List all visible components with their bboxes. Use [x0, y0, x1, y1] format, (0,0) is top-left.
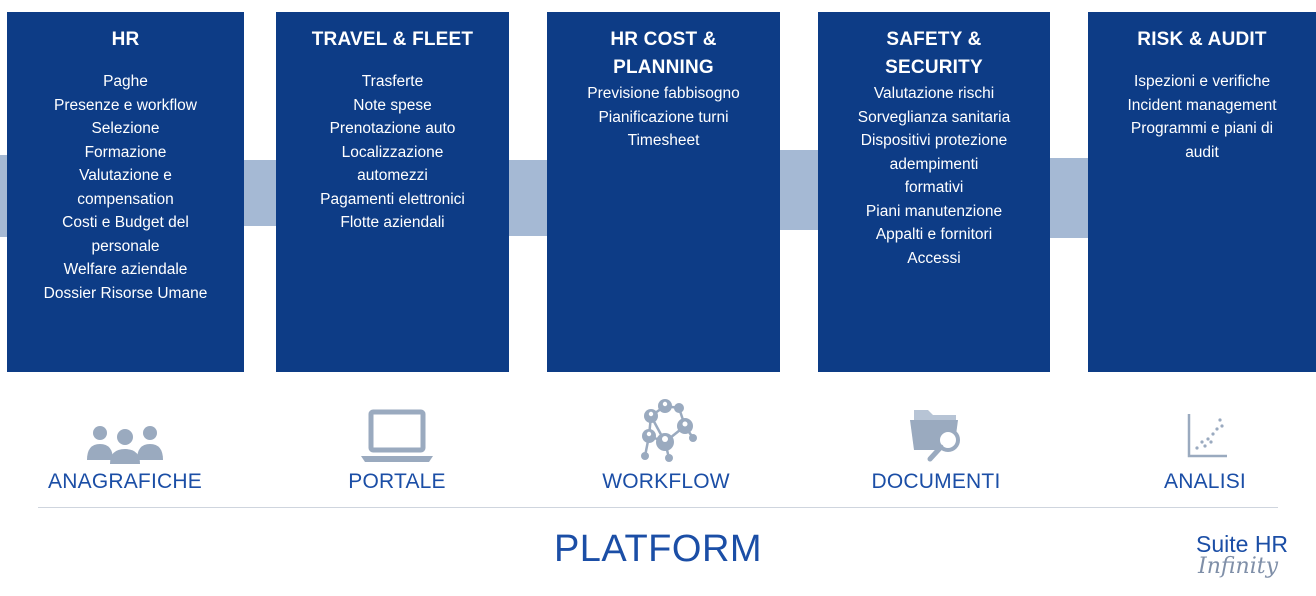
list-item: Presenze e workflow — [53, 96, 197, 114]
module-label: ANAGRAFICHE — [48, 470, 202, 493]
module-label: WORKFLOW — [602, 470, 730, 493]
laptop-icon — [287, 398, 507, 464]
module-anagrafiche: ANAGRAFICHE — [15, 398, 235, 494]
list-item: Valutazione e — [79, 167, 172, 184]
module-workflow: WORKFLOW — [556, 398, 776, 494]
list-item: Flotte aziendali — [340, 214, 445, 231]
list-item: Piani manutenzione — [865, 202, 1003, 220]
card-items: Ispezioni e verifiche Incident managemen… — [1088, 70, 1316, 164]
logo-line-2: Infinity — [1198, 554, 1279, 579]
card-title: SAFETY & SECURITY — [885, 29, 983, 78]
list-item: Programmi e piani di — [1130, 120, 1274, 137]
connector-band-left — [0, 155, 10, 237]
connector-band-1 — [244, 160, 276, 226]
list-item: Pagamenti elettronici — [320, 190, 465, 208]
list-item: Dossier Risorse Umane — [43, 284, 208, 302]
connector-band-3 — [780, 150, 818, 230]
suite-hr-logo: Suite HR Infinity — [1196, 532, 1288, 578]
list-item: automezzi — [357, 167, 428, 184]
network-icon — [556, 398, 776, 464]
folder-search-icon — [826, 398, 1046, 464]
list-item: Trasferte — [361, 73, 424, 90]
list-item: Formazione — [84, 143, 167, 161]
card-title: HR — [111, 29, 140, 50]
list-item: Ispezioni e verifiche — [1133, 73, 1271, 90]
list-item: Valutazione rischi — [873, 85, 995, 102]
list-item: Sorveglianza sanitaria — [857, 108, 1011, 126]
list-item: personale — [91, 237, 160, 255]
list-item: Appalti e fornitori — [875, 226, 993, 243]
card-risk-audit: RISK & AUDIT Ispezioni e verifiche Incid… — [1088, 12, 1316, 372]
logo-line-1: Suite HR — [1196, 531, 1289, 557]
card-title: RISK & AUDIT — [1137, 29, 1267, 50]
list-item: Accessi — [907, 249, 961, 267]
list-item: Previsione fabbisogno — [587, 85, 740, 102]
list-item: Localizzazione — [341, 143, 444, 161]
list-item: Selezione — [91, 120, 160, 137]
list-item: adempimenti — [889, 155, 979, 173]
card-items: Paghe Presenze e workflow Selezione Form… — [7, 70, 244, 305]
list-item: Pianificazione turni — [598, 108, 729, 126]
platform-title: PLATFORM — [553, 528, 763, 570]
list-item: Dispositivi protezione — [860, 132, 1008, 149]
module-label: PORTALE — [348, 470, 446, 493]
module-portale: PORTALE — [287, 398, 507, 494]
connector-band-4 — [1050, 158, 1088, 238]
module-label: DOCUMENTI — [871, 470, 1001, 493]
connector-band-2 — [509, 160, 547, 236]
card-title: TRAVEL & FLEET — [311, 29, 474, 50]
list-item: Incident management — [1127, 96, 1277, 114]
people-icon — [15, 398, 235, 464]
card-items: Valutazione rischi Sorveglianza sanitari… — [818, 82, 1050, 270]
scatter-chart-icon — [1095, 398, 1315, 464]
card-travel-fleet: TRAVEL & FLEET Trasferte Note spese Pren… — [276, 12, 509, 372]
list-item: compensation — [77, 190, 174, 208]
card-title: HR COST & PLANNING — [610, 29, 717, 78]
divider — [38, 507, 1278, 508]
card-items: Trasferte Note spese Prenotazione auto L… — [276, 70, 509, 235]
list-item: audit — [1185, 143, 1219, 161]
list-item: Timesheet — [627, 132, 700, 149]
card-items: Previsione fabbisogno Pianificazione tur… — [547, 82, 780, 153]
list-item: Costi e Budget del — [62, 214, 189, 231]
list-item: formativi — [904, 179, 964, 196]
list-item: Note spese — [353, 96, 432, 114]
list-item: Welfare aziendale — [63, 261, 188, 278]
list-item: Paghe — [103, 73, 148, 90]
module-label: ANALISI — [1164, 470, 1246, 493]
module-documenti: DOCUMENTI — [826, 398, 1046, 494]
card-hr: HR Paghe Presenze e workflow Selezione F… — [7, 12, 244, 372]
card-hr-cost-planning: HR COST & PLANNING Previsione fabbisogno… — [547, 12, 780, 372]
module-analisi: ANALISI — [1095, 398, 1315, 494]
list-item: Prenotazione auto — [329, 120, 456, 137]
card-safety-security: SAFETY & SECURITY Valutazione rischi Sor… — [818, 12, 1050, 372]
